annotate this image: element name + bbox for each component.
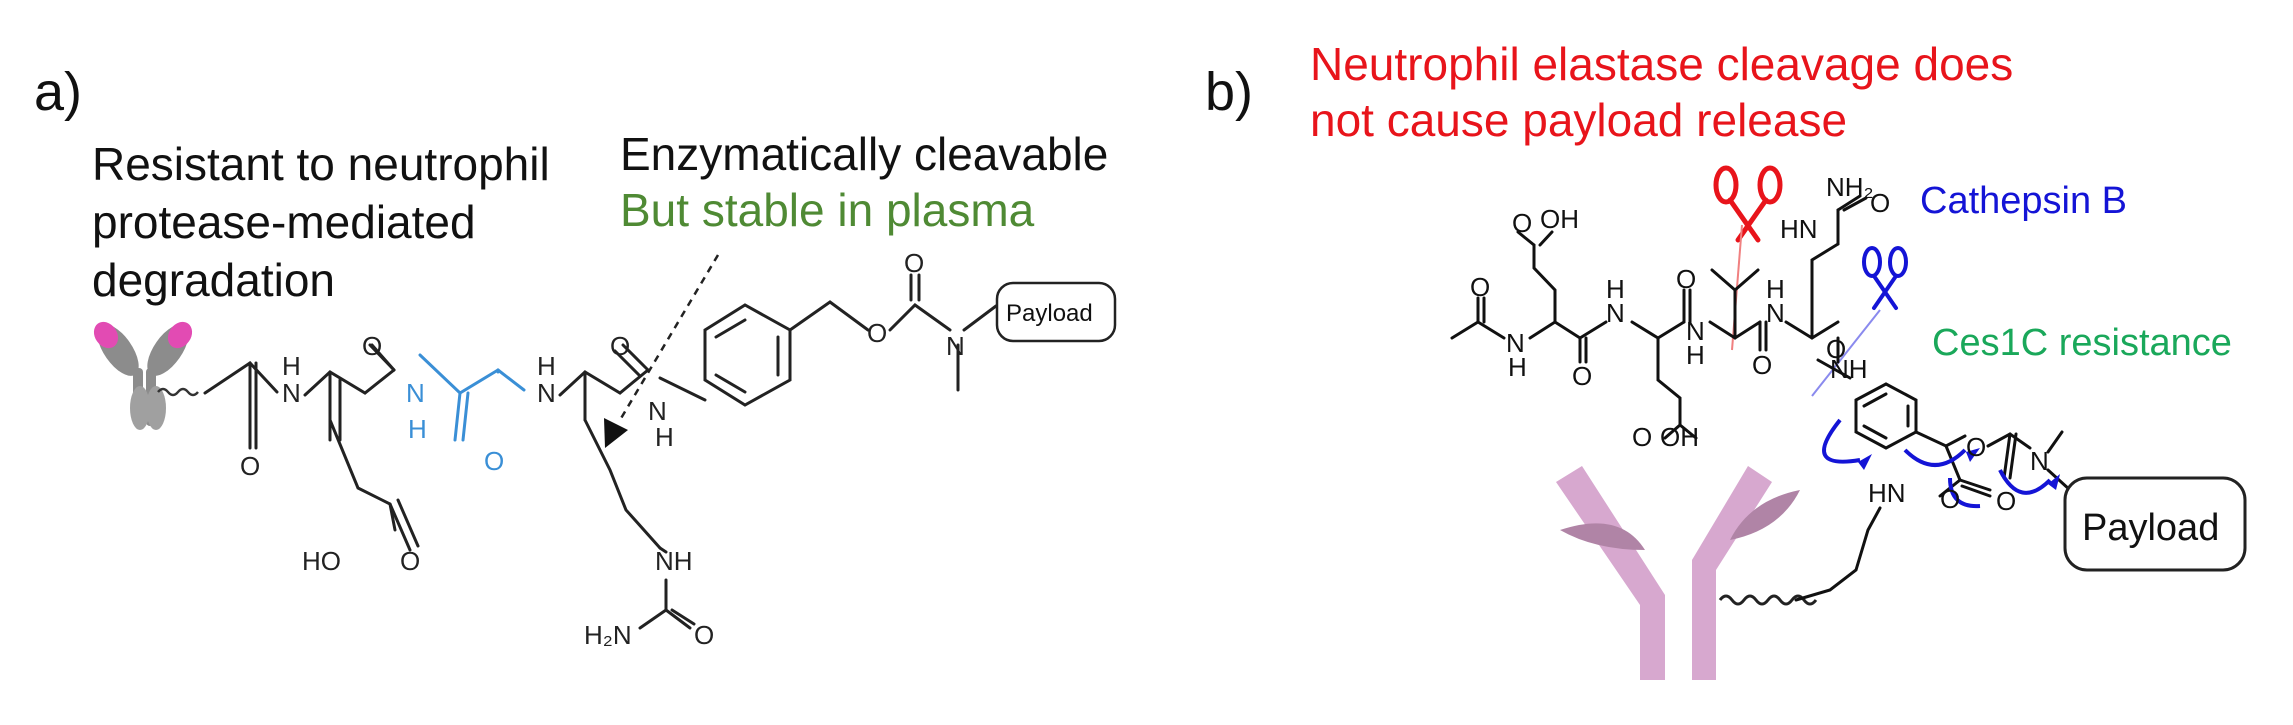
electron-push-arrowheads (1858, 448, 2060, 490)
payload-box-a (995, 281, 1117, 343)
svg-text:OH: OH (1660, 422, 1699, 452)
glycine-unit (418, 353, 526, 442)
svg-text:N: N (2030, 446, 2049, 476)
svg-text:HN: HN (1780, 214, 1818, 244)
svg-text:N: N (1686, 316, 1705, 346)
svg-text:HO: HO (302, 546, 341, 576)
svg-text:O: O (1632, 422, 1652, 452)
resistant-caption-line3: degradation (92, 254, 335, 306)
resistant-caption-line1: Resistant to neutrophil (92, 138, 550, 190)
svg-text:N: N (1506, 328, 1525, 358)
svg-text:H: H (1508, 352, 1527, 382)
svg-text:O: O (904, 248, 924, 278)
antibody-icon (93, 321, 199, 430)
panel-b-title-line2: not cause payload release (1310, 94, 1847, 146)
svg-text:NH: NH (655, 546, 693, 576)
resistant-caption-line2: protease-mediated (92, 196, 476, 248)
svg-text:H: H (655, 422, 674, 452)
svg-text:O: O (1940, 484, 1960, 514)
panel-b: b) Neutrophil elastase cleavage does not… (1205, 38, 2247, 680)
svg-text:O: O (240, 451, 260, 481)
arginine-tail-a (638, 546, 696, 630)
panel-a: a) Resistant to neutrophil protease-medi… (34, 62, 1117, 650)
antibody-linker-wave (1718, 594, 1818, 606)
atom-labels-a: H N O O N H O H N O N H O O N HO O NH H₂… (240, 248, 965, 650)
svg-text:N: N (1766, 298, 1785, 328)
svg-text:O: O (1870, 188, 1890, 218)
payload-label-b: Payload (2082, 507, 2219, 549)
svg-text:H: H (1766, 274, 1785, 304)
antibody-icon-b (1556, 466, 1800, 680)
svg-text:N: N (648, 396, 667, 426)
panel-a-label: a) (34, 62, 82, 122)
cathepsin-scissors-icon (1862, 246, 1908, 310)
svg-text:O: O (1752, 350, 1772, 380)
panel-b-label: b) (1205, 62, 1253, 122)
svg-text:O: O (1996, 486, 2016, 516)
svg-text:H: H (408, 414, 427, 444)
svg-text:O: O (1826, 334, 1846, 364)
svg-text:N: N (406, 378, 425, 408)
svg-text:N: N (537, 378, 556, 408)
svg-text:O: O (867, 318, 887, 348)
atom-labels-b: OH O O N H N H O O N H O N H HN O NH₂ NH… (1470, 172, 2049, 516)
cathepsin-cut-line (1811, 309, 1881, 397)
ces1c-label: Ces1C resistance (1932, 322, 2232, 364)
svg-text:OH: OH (1540, 204, 1579, 234)
cleavage-arrow-head (604, 418, 628, 448)
svg-text:N: N (946, 331, 965, 361)
svg-text:H₂N: H₂N (584, 620, 632, 650)
cathepsin-label: Cathepsin B (1920, 180, 2127, 222)
svg-text:O: O (610, 331, 630, 361)
svg-text:N: N (1606, 298, 1625, 328)
panel-b-title-line1: Neutrophil elastase cleavage does (1310, 38, 2013, 90)
svg-text:H: H (537, 351, 556, 381)
elastase-scissors-icon (1713, 165, 1783, 243)
svg-text:O: O (1966, 432, 1986, 462)
svg-text:H: H (1606, 274, 1625, 304)
svg-text:O: O (1676, 264, 1696, 294)
svg-text:O: O (400, 546, 420, 576)
electron-push-arrows (1822, 418, 2052, 509)
payload-label-a: Payload (1006, 300, 1093, 327)
peptide-skeleton-b (1450, 194, 2072, 602)
svg-text:O: O (1512, 208, 1532, 238)
svg-text:N: N (282, 378, 301, 408)
svg-text:NH: NH (1830, 354, 1868, 384)
payload-box-b (2063, 476, 2247, 572)
svg-text:HN: HN (1868, 478, 1906, 508)
svg-text:NH₂: NH₂ (1826, 172, 1874, 202)
stable-caption: But stable in plasma (620, 184, 1035, 236)
cleavable-caption: Enzymatically cleavable (620, 128, 1108, 180)
svg-text:H: H (282, 351, 301, 381)
svg-text:O: O (1572, 361, 1592, 391)
svg-text:H: H (1686, 340, 1705, 370)
svg-text:O: O (1470, 272, 1490, 302)
svg-text:O: O (484, 446, 504, 476)
svg-text:O: O (694, 620, 714, 650)
svg-text:O: O (362, 331, 382, 361)
linker-skeleton (203, 273, 998, 552)
cleavage-arrow-line (618, 254, 720, 421)
